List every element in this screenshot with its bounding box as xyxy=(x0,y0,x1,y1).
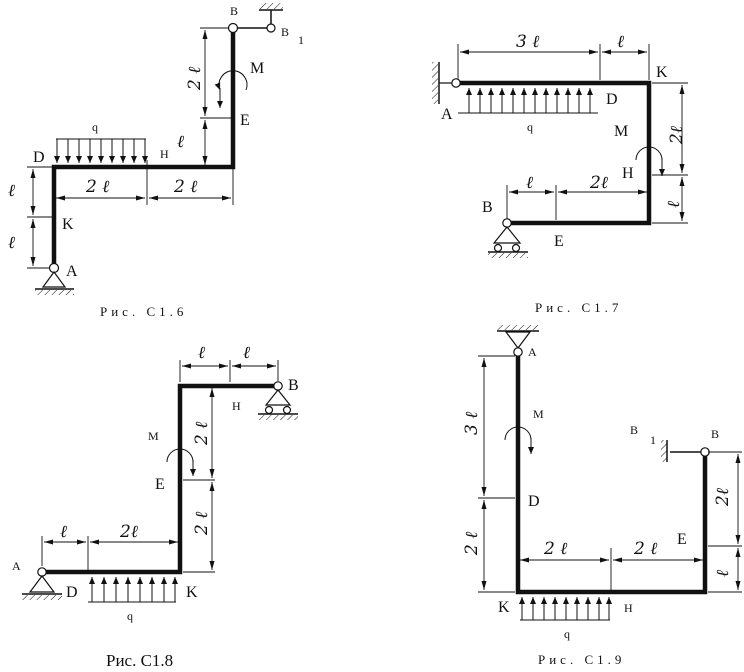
caption-c1-9: Рис. С1.9 xyxy=(538,652,625,667)
dim-left-lower: ℓ xyxy=(8,233,15,253)
rod-support-b xyxy=(227,3,283,34)
label-b1: B xyxy=(630,423,638,437)
moment-m-arrow xyxy=(214,70,248,91)
dim-left-upper: ℓ xyxy=(8,181,15,201)
label-e: E xyxy=(554,233,564,250)
dimensions-c1-7 xyxy=(457,44,688,224)
label-e: E xyxy=(240,112,250,129)
figure-c1-7: A D K M H B E q 3 ℓ ℓ 2ℓ ℓ ℓ 2ℓ Рис. С1.… xyxy=(432,32,688,315)
dimensions-c1-8 xyxy=(41,360,279,573)
dim-vert-lower: 2 ℓ xyxy=(192,512,212,536)
label-e: E xyxy=(677,531,687,548)
dim-left-upper: 3 ℓ xyxy=(462,412,482,435)
pin-support-a xyxy=(22,567,62,600)
label-b: B xyxy=(482,199,493,216)
dimensions-c1-9 xyxy=(478,355,742,593)
label-m: M xyxy=(533,407,544,421)
dim-bottom-left: 2 ℓ xyxy=(85,177,109,197)
dim-bottom-right: 2ℓ xyxy=(119,522,138,542)
label-a: A xyxy=(441,106,453,123)
dim-right-upper: 2ℓ xyxy=(713,488,733,507)
roller-support-b xyxy=(258,381,298,420)
dim-vert-upper: 2 ℓ xyxy=(192,422,212,446)
label-k: K xyxy=(62,216,74,233)
label-h: H xyxy=(622,165,634,182)
label-b: B xyxy=(230,4,238,18)
label-q: q xyxy=(564,627,570,641)
distributed-load-q xyxy=(519,597,612,621)
label-1: 1 xyxy=(298,33,304,47)
frame-c1-7 xyxy=(453,80,652,226)
label-k: K xyxy=(498,599,510,616)
label-d: D xyxy=(66,584,78,601)
label-m: M xyxy=(250,60,264,77)
fixed-support-a xyxy=(432,62,461,104)
label-q: q xyxy=(127,609,133,623)
label-a: A xyxy=(66,263,78,280)
label-h: H xyxy=(160,147,169,161)
label-b1: B xyxy=(281,25,289,39)
dim-top-right: ℓ xyxy=(617,32,624,52)
dim-right-lower: ℓ xyxy=(177,132,184,152)
label-b: B xyxy=(711,427,719,441)
label-d: D xyxy=(33,149,45,166)
frame-c1-8 xyxy=(39,383,281,575)
pin-support-a xyxy=(35,262,74,295)
label-k: K xyxy=(186,584,198,601)
label-k: K xyxy=(656,64,668,81)
label-m: M xyxy=(148,429,159,443)
dim-right-lower: ℓ xyxy=(664,201,684,208)
dim-top-right: ℓ xyxy=(243,343,250,363)
label-a: A xyxy=(12,559,21,573)
label-q: q xyxy=(527,120,533,134)
label-1: 1 xyxy=(650,433,656,447)
label-d: D xyxy=(606,91,618,108)
label-h: H xyxy=(624,601,633,615)
figure-c1-6: A K D H E M B B 1 q ℓ ℓ 2 ℓ 2 ℓ 2 ℓ ℓ Ри… xyxy=(8,3,304,319)
dim-top-left: ℓ xyxy=(198,343,205,363)
dim-bottom-left: ℓ xyxy=(526,173,533,193)
dim-bottom-right: 2 ℓ xyxy=(633,539,657,559)
roller-support-b xyxy=(488,218,528,258)
distributed-load-q xyxy=(458,88,598,114)
figure-c1-8: A D K E M H B q ℓ ℓ 2 ℓ 2 ℓ ℓ 2ℓ Рис. С1… xyxy=(12,343,299,670)
label-h: H xyxy=(232,399,241,413)
caption-c1-6: Рис. С1.6 xyxy=(100,304,187,319)
distributed-load-q xyxy=(88,577,178,603)
frame-c1-6 xyxy=(51,25,236,271)
dim-top-left: 3 ℓ xyxy=(516,32,539,52)
label-b: B xyxy=(288,377,299,394)
label-e: E xyxy=(155,476,165,493)
dim-right-upper: 2 ℓ xyxy=(185,67,205,91)
figure-c1-9: A M D K H B B 1 E q 3 ℓ 2 ℓ 2 ℓ 2 ℓ 2ℓ ℓ… xyxy=(462,325,742,667)
dim-bottom-left: 2 ℓ xyxy=(543,539,567,559)
dim-left-lower: 2 ℓ xyxy=(462,532,482,556)
dim-right-upper: 2ℓ xyxy=(667,126,687,145)
label-d: D xyxy=(528,493,540,510)
frame-c1-9 xyxy=(515,349,708,595)
caption-c1-7: Рис. С1.7 xyxy=(535,300,622,315)
label-a: A xyxy=(528,345,537,359)
distributed-load-q xyxy=(54,138,148,163)
label-q: q xyxy=(92,120,98,134)
pin-support-a xyxy=(497,325,539,357)
dim-right-lower: ℓ xyxy=(713,570,733,577)
label-m: M xyxy=(614,123,628,140)
caption-c1-8: Рис. С1.8 xyxy=(106,651,173,670)
dim-bottom-left: ℓ xyxy=(60,522,67,542)
rod-support-b xyxy=(661,440,710,462)
dimensions-c1-6 xyxy=(27,27,234,269)
dim-bottom-right: 2ℓ xyxy=(589,173,608,193)
dim-bottom-right: 2 ℓ xyxy=(173,177,197,197)
